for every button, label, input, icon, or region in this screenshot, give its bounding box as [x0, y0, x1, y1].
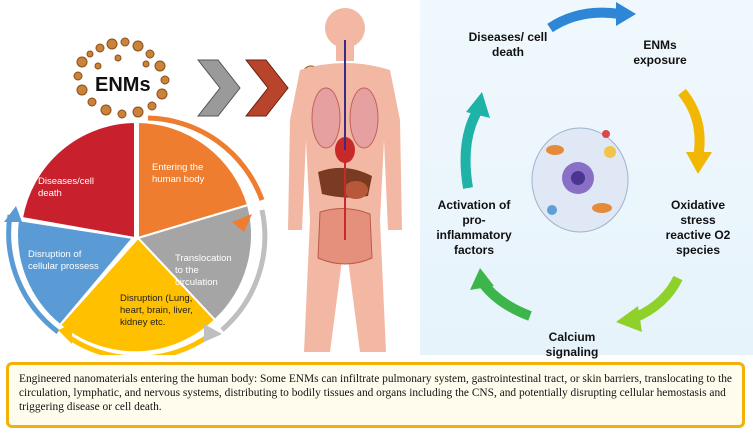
cycle-label-activation: Activation of pro-inflammatory factors: [436, 198, 512, 257]
chevron-gray-icon: [196, 59, 241, 117]
cycle-label-calcium: Calcium signaling: [545, 330, 599, 359]
enms-title: ENMs: [95, 74, 151, 96]
caption-box: Engineered nanomaterials entering the hu…: [6, 362, 745, 428]
chevron-red-icon: [244, 59, 289, 117]
left-panel: ENMs Diseases/cell death Entering the hu…: [0, 0, 420, 355]
wheel-label-disruption-organs: Disruption (Lung, heart, brain, liver, k…: [120, 293, 193, 328]
cycle-label-exposure: ENMs exposure: [633, 38, 687, 67]
nanoparticle-ring: [73, 37, 170, 119]
cycle-label-oxidative: Oxidative stress reactive O2 species: [665, 198, 731, 257]
cell-illustration: [531, 127, 629, 233]
wheel-label-disruption-cellular: Disruption of cellular prossess: [28, 249, 99, 272]
wheel-label-diseases: Diseases/cell death: [38, 176, 94, 199]
wheel-label-entering: Entering the human body: [152, 162, 205, 185]
human-body-illustration: [288, 8, 402, 352]
process-wheel: [4, 115, 268, 355]
cycle-arrows: [460, 2, 712, 332]
left-illustration: [4, 8, 402, 355]
cycle-panel: Diseases/ cell death ENMs exposure Oxida…: [420, 0, 753, 359]
cycle-label-diseases: Diseases/ cell death: [468, 30, 548, 59]
caption-text: Engineered nanomaterials entering the hu…: [19, 373, 732, 413]
wheel-label-translocation: Translocation to the circulation: [175, 253, 232, 288]
